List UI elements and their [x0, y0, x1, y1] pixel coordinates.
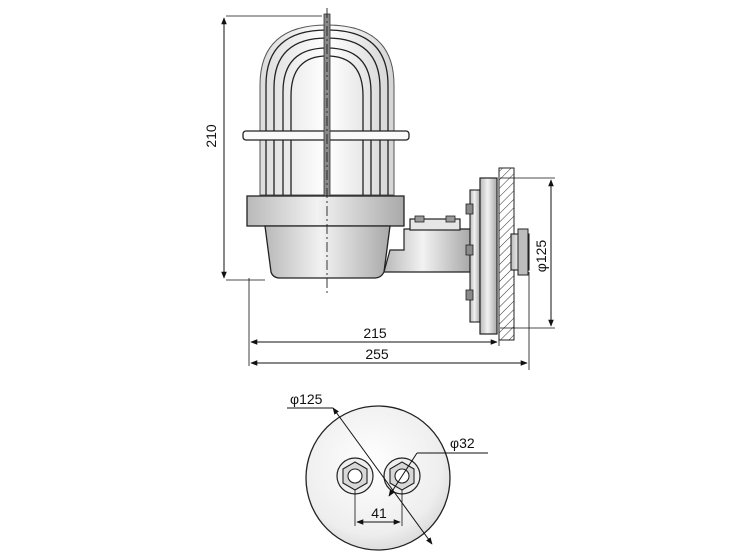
- gland-left: [336, 457, 374, 495]
- width-255-label: 255: [365, 346, 389, 362]
- arm-clamp: [409, 218, 461, 231]
- flange-bolt-bottom: [465, 289, 474, 301]
- dimension-flange-side: φ125: [500, 177, 555, 329]
- dimension-height: 210: [203, 15, 322, 281]
- dimension-width-215: 215: [248, 278, 500, 366]
- flange-plate: [479, 177, 498, 335]
- lamp-body-lower: [264, 225, 391, 279]
- flange-side-label: φ125: [533, 240, 549, 273]
- arm-bolt-left: [414, 215, 425, 223]
- lamp-body-upper: [246, 195, 405, 227]
- side-view: 210 φ125 215 255: [203, 8, 555, 370]
- mounting-arm: [383, 228, 471, 273]
- flange-disc: [305, 405, 451, 551]
- flange-face-label: φ125: [290, 391, 323, 407]
- cable-gland-nut: [517, 228, 529, 276]
- dimension-hole-spacing: 41: [354, 490, 403, 526]
- flange-face-view: φ125 φ32 41: [287, 391, 488, 551]
- arm-bolt-right: [445, 215, 456, 223]
- hole-spacing-label: 41: [371, 505, 387, 521]
- dimension-width-255: 255: [250, 272, 530, 370]
- width-215-label: 215: [363, 325, 387, 341]
- dimension-hole: φ32: [388, 435, 488, 497]
- flange-bolt-top: [465, 203, 474, 215]
- dimension-flange-face: φ125: [287, 391, 433, 545]
- height-label: 210: [203, 124, 219, 148]
- hole-diameter-label: φ32: [450, 435, 475, 451]
- flange-bolt-mid: [465, 244, 474, 256]
